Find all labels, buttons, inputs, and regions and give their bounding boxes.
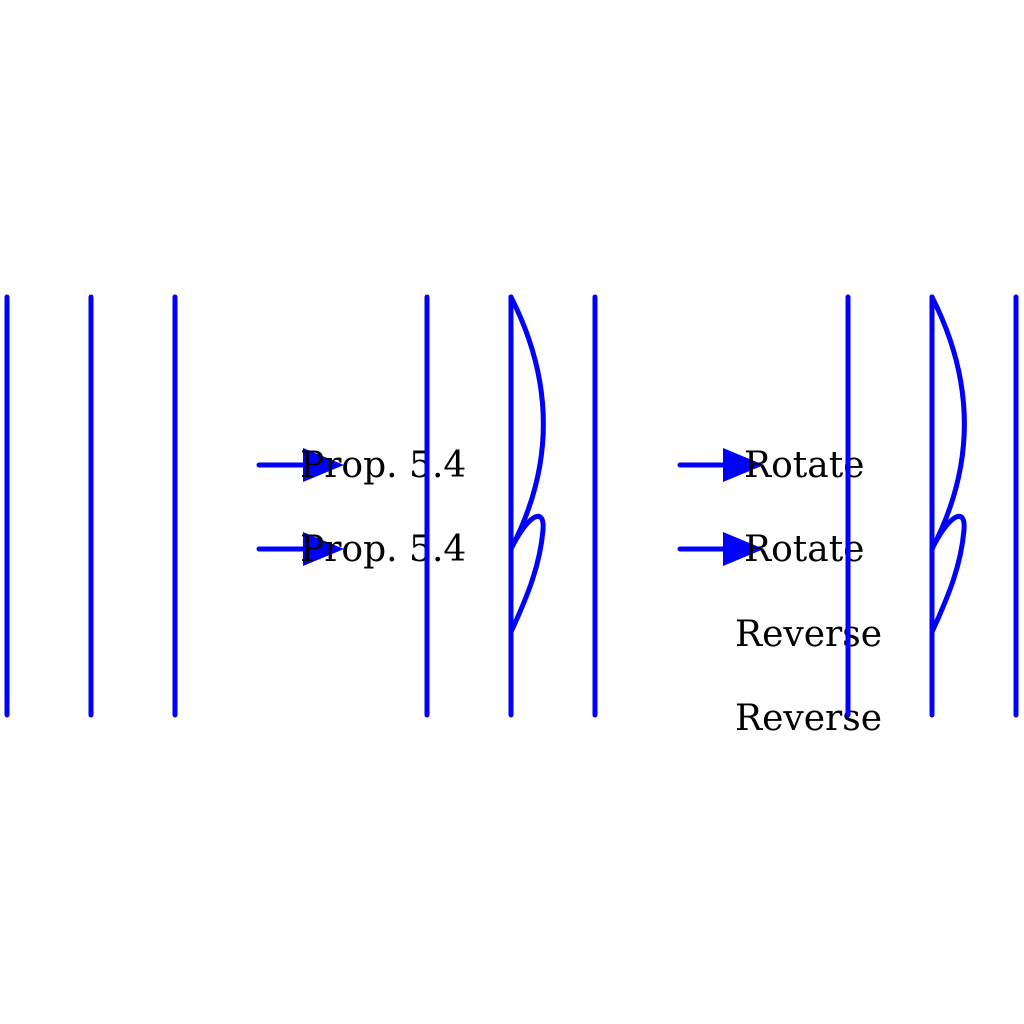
panel-2-looped-strands: [424, 294, 598, 718]
step-1-arrow-1-head: [303, 448, 344, 482]
step-2-label-3: Reverse: [735, 614, 882, 655]
step-1-proposition: Prop. 5.4 Prop. 5.4: [256, 445, 466, 570]
panel-1-straight-strands: [4, 294, 178, 718]
step-2-label-4: Reverse: [735, 698, 882, 739]
panel-2-loop-curve: [508, 294, 546, 635]
step-2-arrow-2-head: [723, 532, 764, 566]
step-1-label-2: Prop. 5.4: [300, 529, 466, 570]
step-2-rotate-reverse: Rotate Rotate Reverse Reverse: [677, 445, 882, 739]
step-2-arrow-1-head: [723, 448, 764, 482]
panel-3-looped-strands: [845, 294, 1019, 718]
step-2-label-2: Rotate: [744, 529, 864, 570]
panel-3-loop-curve: [929, 294, 967, 635]
step-1-label-1: Prop. 5.4: [300, 445, 466, 486]
step-1-arrow-2-head: [303, 532, 344, 566]
step-2-label-1: Rotate: [744, 445, 864, 486]
